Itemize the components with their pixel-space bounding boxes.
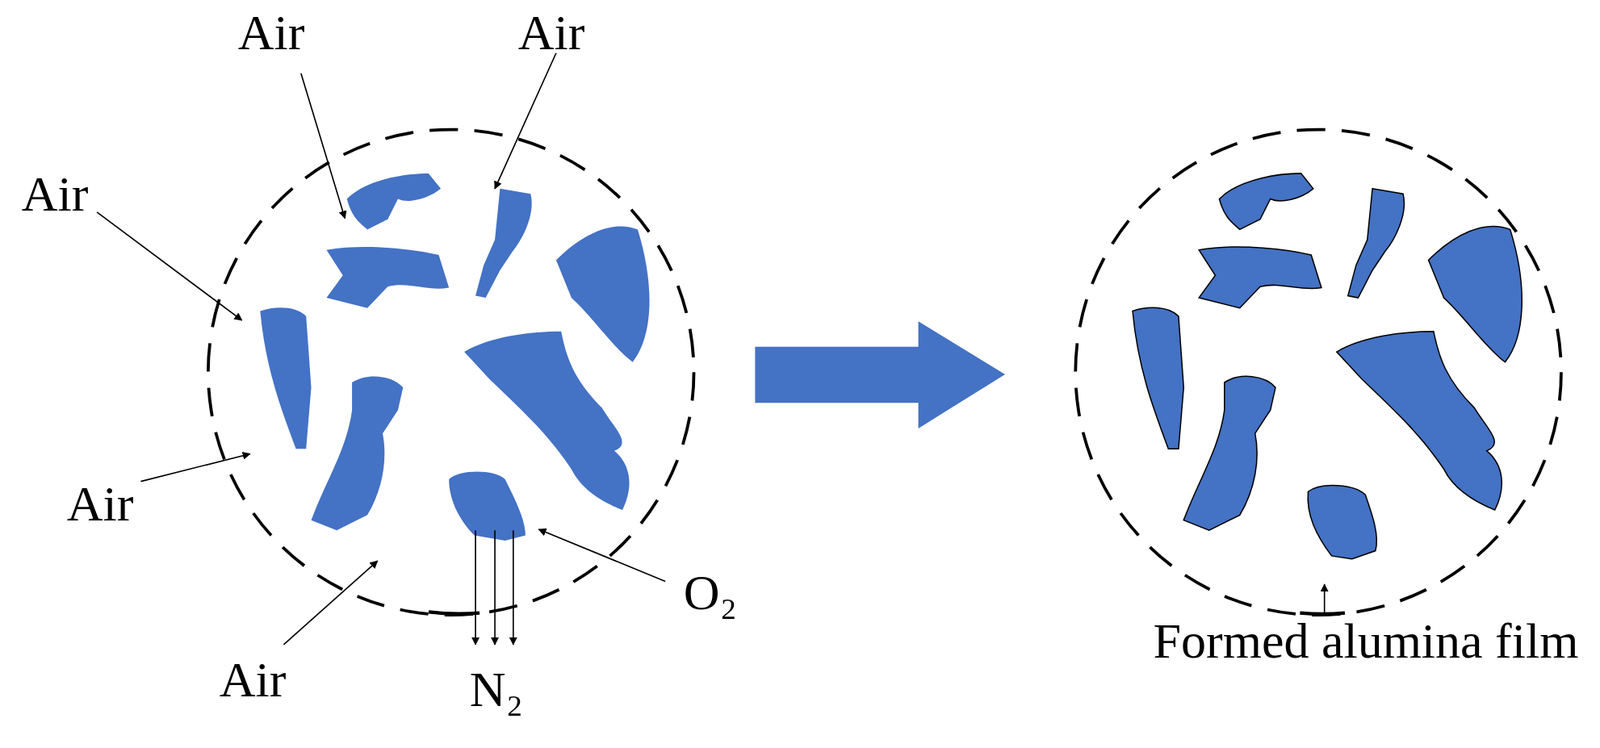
gas-label: Air (518, 4, 586, 60)
gas-label: Air (219, 652, 287, 708)
gas-label: N₂ (469, 661, 524, 717)
alumina-particles (259, 173, 650, 541)
process-arrow (754, 321, 1006, 429)
gas-label: O₂ (683, 565, 738, 620)
film-label: Formed alumina film (1153, 613, 1580, 669)
dashed-boundary (1075, 129, 1562, 616)
coated-particles (1132, 173, 1522, 560)
gas-label: Air (21, 166, 89, 222)
dashed-boundary (208, 129, 695, 616)
gas-label: Air (67, 476, 135, 532)
gas-label: Air (238, 4, 306, 60)
